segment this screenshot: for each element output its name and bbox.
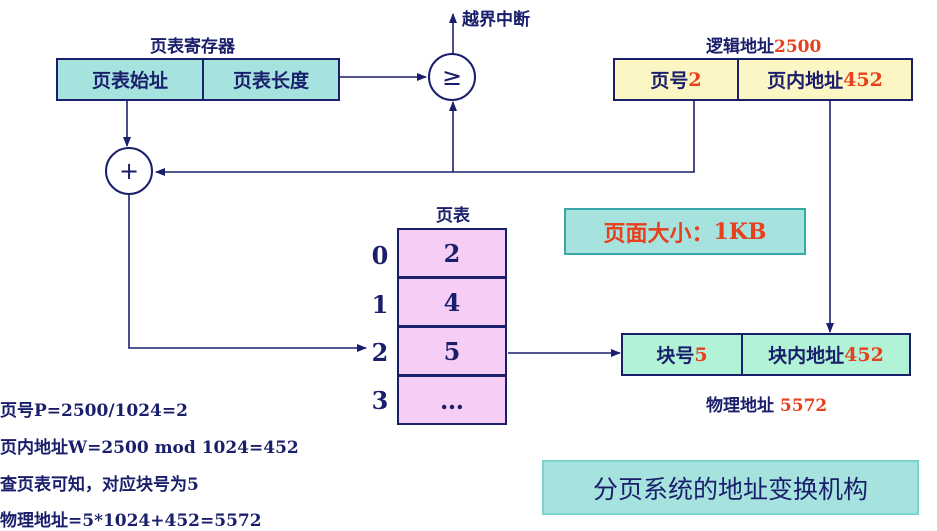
page-table-row-1: 4 bbox=[397, 277, 507, 327]
arrow-adder-to-page-table bbox=[128, 194, 367, 352]
page-size-value: 1KB bbox=[713, 218, 767, 245]
step-3: 查页表可知，对应块号为5 bbox=[0, 475, 199, 495]
arrow-page-number-to-adder bbox=[155, 100, 695, 176]
logical-address-title-value: 2500 bbox=[774, 37, 822, 57]
page-table-register-title: 页表寄存器 bbox=[150, 37, 235, 57]
physical-address-caption-prefix: 物理地址 bbox=[706, 396, 774, 416]
diagram-caption-box: 分页系统的地址变换机构 bbox=[542, 460, 919, 515]
page-table-title: 页表 bbox=[436, 206, 470, 226]
page-table-row-2: 5 bbox=[397, 326, 507, 376]
page-table-length-label: 页表长度 bbox=[232, 70, 309, 92]
physical-offset-value: 452 bbox=[844, 343, 884, 366]
logical-offset-value: 452 bbox=[843, 68, 883, 91]
page-table-index-1: 1 bbox=[371, 290, 389, 319]
adder-node: + bbox=[105, 147, 153, 195]
physical-block-label: 块号 bbox=[656, 345, 695, 367]
page-table-row-0: 2 bbox=[397, 228, 507, 278]
adder-symbol: + bbox=[118, 157, 140, 185]
page-table-index-3: 3 bbox=[371, 386, 389, 415]
page-size-box: 页面大小：1KB bbox=[564, 208, 806, 255]
comparator-symbol: ≥ bbox=[441, 63, 463, 91]
page-size-label: 页面大小： bbox=[603, 220, 714, 247]
logical-page-label: 页号 bbox=[650, 70, 689, 92]
logical-offset-label: 页内地址 bbox=[767, 70, 844, 92]
physical-address-caption: 物理地址 5572 bbox=[706, 391, 827, 416]
step-4: 物理地址=5*1024+452=5572 bbox=[0, 511, 262, 531]
physical-address-caption-value: 5572 bbox=[779, 396, 828, 416]
diagram-caption: 分页系统的地址变换机构 bbox=[592, 474, 868, 504]
physical-offset-label: 块内地址 bbox=[768, 345, 845, 367]
comparator-node: ≥ bbox=[428, 53, 476, 101]
page-table-index-0: 0 bbox=[371, 241, 389, 270]
physical-block-value: 5 bbox=[694, 343, 708, 366]
overflow-interrupt-label: 越界中断 bbox=[462, 10, 530, 30]
logical-address-title: 逻辑地址2500 bbox=[706, 32, 821, 57]
logical-address-title-prefix: 逻辑地址 bbox=[706, 37, 774, 57]
logical-page-value: 2 bbox=[688, 68, 702, 91]
page-table-start-label: 页表始址 bbox=[91, 70, 168, 92]
step-1: 页号P=2500/1024=2 bbox=[0, 401, 188, 421]
page-table-row-3: … bbox=[397, 375, 507, 425]
page-table-length-cell: 页表长度 bbox=[202, 58, 340, 101]
page-table-start-cell: 页表始址 bbox=[56, 58, 204, 101]
step-2: 页内地址W=2500 mod 1024=452 bbox=[0, 438, 299, 458]
page-table-index-2: 2 bbox=[371, 338, 389, 367]
